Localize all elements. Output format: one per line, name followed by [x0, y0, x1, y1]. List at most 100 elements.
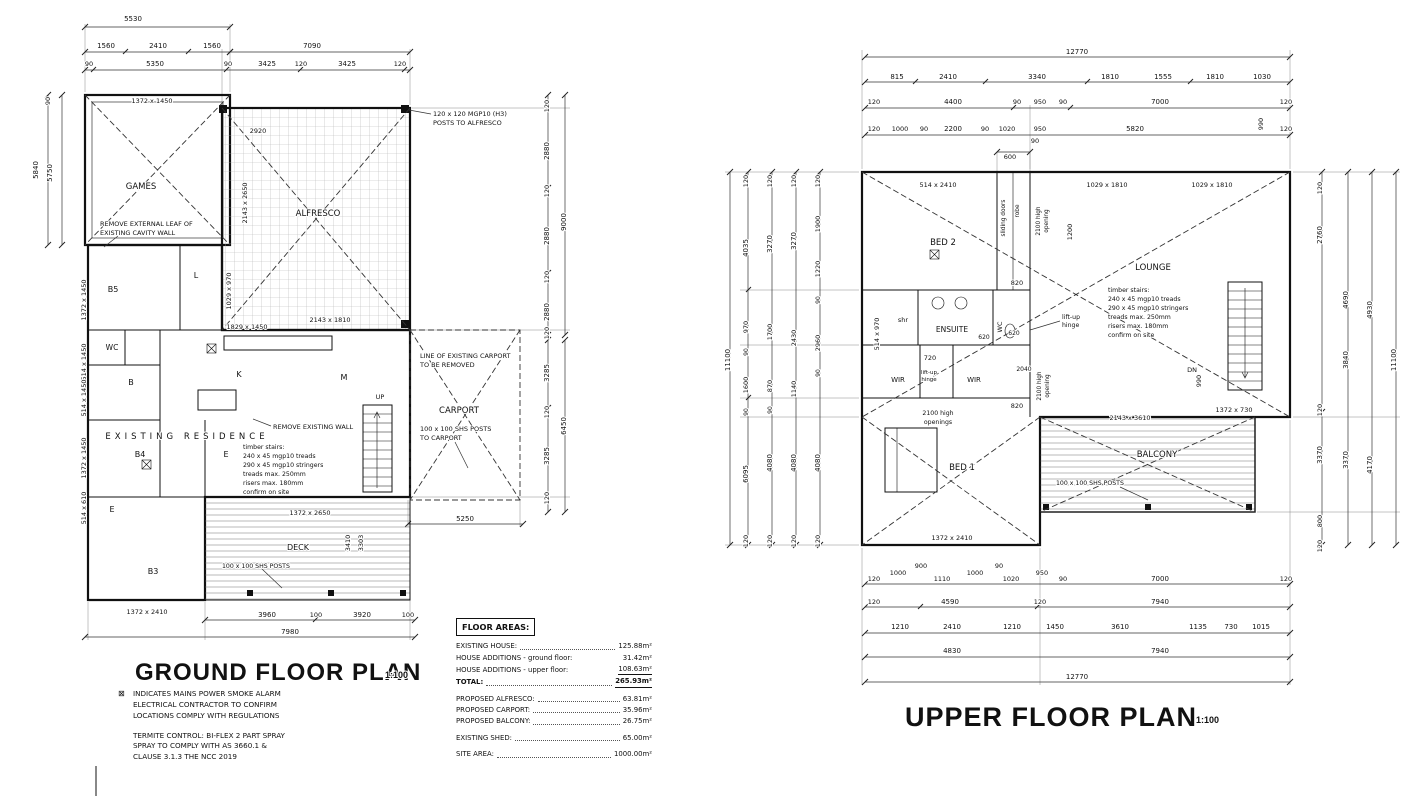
dim-label: 3370: [1342, 451, 1350, 469]
dim-label: 90: [1013, 98, 1021, 106]
dim-label: 120: [1316, 182, 1324, 194]
dim-label: 1810: [1101, 73, 1119, 81]
smoke-alarm-icon: [141, 459, 152, 470]
dim-label: 5840: [32, 161, 40, 179]
dim-label: 120: [543, 271, 551, 283]
dim-label: 120: [543, 185, 551, 197]
dim-label: 5530: [124, 15, 142, 23]
dim-label: 90: [1059, 575, 1067, 583]
dim-label: 7000: [1151, 575, 1169, 583]
dim-label: 2880: [543, 303, 551, 321]
floor-areas-header: FLOOR AREAS:: [456, 618, 536, 637]
dim-label: 90: [920, 125, 928, 133]
dim-label: 1372 x 2650: [289, 509, 330, 517]
dim-label: 820: [1011, 279, 1023, 287]
note-line: LOCATIONS COMPLY WITH REGULATIONS: [133, 710, 280, 720]
room-label-wc: WC: [106, 343, 119, 352]
note-label: 290 x 45 mgp10 stringers: [1108, 305, 1188, 312]
dim-label: 3410: [344, 535, 352, 552]
floor-areas-table: FLOOR AREAS: EXISTING HOUSE: 125.88m² HO…: [456, 618, 652, 761]
room-label-wir: WIR: [891, 376, 905, 384]
dim-label: 120: [766, 535, 774, 547]
dim-label: 90: [743, 408, 750, 416]
dim-label: 5250: [456, 515, 474, 523]
dim-label: 90: [815, 296, 822, 304]
dim-label: 11100: [724, 349, 732, 371]
note-label: risers max. 180mm: [243, 480, 303, 487]
room-label-deck: DECK: [287, 543, 310, 552]
note-label: 240 x 45 mgp10 treads: [243, 453, 316, 460]
dim-label: 1829 x 1450: [226, 323, 267, 331]
dim-label: 120: [1316, 540, 1324, 552]
dim-label: 5350: [146, 60, 164, 68]
dim-label: 2920: [250, 127, 267, 135]
dim-label: 90: [44, 97, 52, 105]
dim-label: 514 x 2410: [920, 181, 957, 189]
dim-label: 4930: [1366, 301, 1374, 319]
note-line: CLAUSE 3.1.3 THE NCC 2019: [133, 752, 237, 762]
room-label-e: E: [223, 450, 228, 459]
dim-label: 1555: [1154, 73, 1172, 81]
room-label-b3: B3: [148, 567, 159, 576]
dim-label: 90: [981, 125, 989, 133]
dim-label: 3425: [338, 60, 356, 68]
ground-leader-lines: [103, 109, 469, 589]
dim-label: 2410: [943, 623, 961, 631]
dim-label: 7090: [303, 42, 321, 50]
note-label: 100 x 100 SHS POSTS: [420, 425, 491, 433]
dim-label: 4170: [1366, 456, 1374, 474]
dim-label: 620: [978, 334, 990, 341]
dim-label: 3270: [790, 232, 798, 250]
dim-label: 120: [814, 175, 822, 187]
dim-label: 2143 x 3610: [1109, 414, 1150, 422]
dim-label: 730: [1224, 623, 1237, 631]
room-label-alfresco: ALFRESCO: [296, 209, 341, 219]
room-label-wir: WIR: [967, 376, 981, 384]
dim-label: 90: [743, 348, 750, 356]
smoke-alarm-legend-icon: ⊠: [118, 689, 125, 698]
dim-label: 514 x 1450: [80, 380, 88, 417]
room-label-existing-residence: EXISTING RESIDENCE: [105, 432, 268, 442]
dim-label: 1810: [1206, 73, 1224, 81]
dim-label: 4080: [766, 454, 774, 472]
note-label: 290 x 45 mgp10 stringers: [243, 462, 323, 469]
dim-label: 1372 x 2410: [126, 608, 167, 616]
dim-label: 2430: [790, 330, 798, 347]
dim-label: 1210: [1003, 623, 1021, 631]
room-label-b: B: [128, 378, 134, 387]
dim-label: 990: [1257, 118, 1265, 130]
dim-label: 5820: [1126, 125, 1144, 133]
ground-walls: [83, 93, 412, 602]
dim-label: 3960: [258, 611, 276, 619]
dim-label: 7940: [1151, 647, 1169, 655]
dim-label: 90: [224, 60, 232, 68]
dim-label: 3270: [766, 235, 774, 253]
note-label: treads max. 250mm: [243, 471, 306, 478]
room-label-robe: robe: [1015, 204, 1021, 217]
dim-label: 120: [1280, 575, 1292, 583]
dim-label: 2880: [543, 142, 551, 160]
dim-label: DN: [1187, 366, 1197, 374]
note-label: hinge: [1062, 322, 1079, 329]
dim-label: 2100 high: [922, 410, 953, 417]
dim-label: 90: [815, 369, 822, 377]
note-label: POSTS TO ALFRESCO: [433, 119, 502, 127]
floor-area-row: EXISTING SHED: 65.00m²: [456, 733, 652, 742]
dim-label: 2100 high: [1037, 371, 1043, 401]
dim-label: 3610: [1111, 623, 1129, 631]
dim-label: 1560: [203, 42, 221, 50]
note-label: timber stairs:: [243, 444, 284, 451]
dim-label: 514 x 970: [873, 318, 881, 351]
dim-label: 4080: [814, 454, 822, 472]
dim-label: 2880: [543, 227, 551, 245]
dim-label: 870: [766, 380, 774, 392]
upper-plan-scale: 1:100: [1196, 715, 1219, 725]
note-label: 240 x 45 mgp10 treads: [1108, 296, 1181, 303]
dim-label: 7980: [281, 628, 299, 636]
dim-label: 1372 x 2410: [931, 534, 972, 542]
dim-label: 3303: [357, 535, 365, 552]
floor-area-row: PROPOSED BALCONY: 26.75m²: [456, 717, 652, 726]
floor-area-row: SITE AREA: 1000.00m²: [456, 750, 652, 759]
note-label: 100 x 100 SHS POSTS: [1056, 480, 1124, 487]
